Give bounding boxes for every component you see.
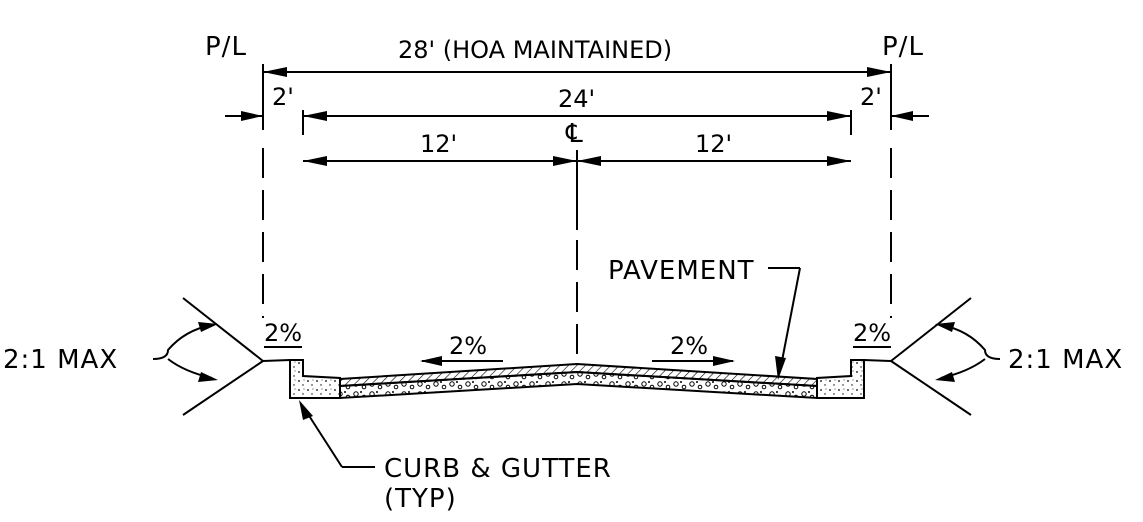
curb-gutter-right xyxy=(816,359,892,399)
dimension-pavement-label: 24' xyxy=(558,85,595,113)
dimension-overall-label: 28' (HOA MAINTAINED) xyxy=(398,36,672,64)
property-line-right: P/L xyxy=(882,32,924,318)
dimension-half-left-label: 12' xyxy=(420,130,457,158)
slope-callout-right: 2:1 MAX xyxy=(935,322,1123,382)
pavement-label: PAVEMENT xyxy=(608,256,755,286)
dimension-half-left: 12' xyxy=(303,130,577,166)
centerline: ℄ xyxy=(565,119,584,362)
pavement-section xyxy=(339,362,818,400)
slope-shoulder-left-label: 2% xyxy=(264,319,302,347)
pavement-callout: PAVEMENT xyxy=(608,256,801,380)
property-line-label-left: P/L xyxy=(205,32,247,62)
slope-label-shoulder-right: 2% xyxy=(853,319,891,348)
dimension-offset-left-label: 2' xyxy=(272,83,294,111)
slope-shoulder-right-label: 2% xyxy=(853,319,891,347)
slope-lane-left-label: 2% xyxy=(449,332,487,360)
side-slope-label-left: 2:1 MAX xyxy=(3,345,118,375)
dimension-overall: 28' (HOA MAINTAINED) xyxy=(263,36,891,77)
property-line-label-right: P/L xyxy=(882,32,924,62)
side-slope-label-right: 2:1 MAX xyxy=(1008,345,1123,375)
curb-gutter-left xyxy=(262,359,341,399)
curb-gutter-label-line2: (TYP) xyxy=(384,484,457,514)
slope-label-lane-right: 2% xyxy=(652,332,735,366)
dimension-half-right-label: 12' xyxy=(695,130,732,158)
dimension-offset-left: 2' xyxy=(225,83,294,121)
slope-label-shoulder-left: 2% xyxy=(264,319,302,348)
slope-lane-right-label: 2% xyxy=(670,332,708,360)
side-slope-right xyxy=(890,297,972,416)
dimension-pavement: 24' xyxy=(302,85,852,135)
curb-gutter-callout: CURB & GUTTER (TYP) xyxy=(299,400,612,514)
curb-gutter-label-line1: CURB & GUTTER xyxy=(384,454,612,484)
dimension-offset-right: 2' xyxy=(860,83,929,121)
slope-callout-left: 2:1 MAX xyxy=(3,322,218,382)
slope-label-lane-left: 2% xyxy=(420,332,503,366)
dimension-half-right: 12' xyxy=(577,130,851,166)
side-slope-left xyxy=(182,297,264,416)
centerline-label: ℄ xyxy=(565,119,584,149)
property-line-left: P/L xyxy=(205,32,264,318)
dimension-offset-right-label: 2' xyxy=(860,83,882,111)
